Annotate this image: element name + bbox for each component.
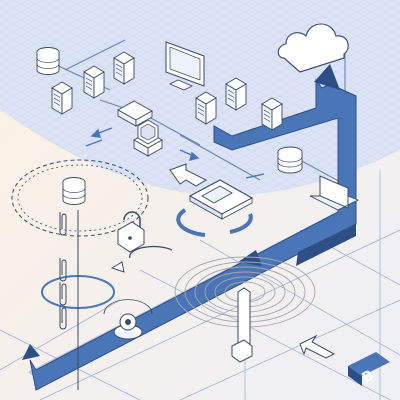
cloud-icon [277,23,349,73]
database-server-icon [36,47,60,75]
server-tower-icon [225,77,247,111]
server-tower-icon [51,81,73,115]
webcam-icon [103,299,153,340]
server-tower-icon [113,51,135,85]
workstation-icon [133,119,163,157]
server-tower-icon [195,91,217,125]
monitor-icon [165,41,205,91]
laptop-icon [309,175,360,211]
data-flow-ribbon [22,64,357,391]
badge [348,352,390,376]
padlock-icon [117,211,145,253]
router-icon [117,100,153,127]
direction-arrows [110,163,336,359]
database-zone [11,159,149,237]
antenna-icon [231,287,253,363]
server-tower-icon [261,97,283,131]
database-icon [62,177,86,205]
disk-stack-icon [277,146,303,174]
small-arrows [85,127,265,179]
server-tower-icon [83,65,105,99]
sync-arrows [176,208,253,237]
floppy-disk-icon [188,179,254,220]
